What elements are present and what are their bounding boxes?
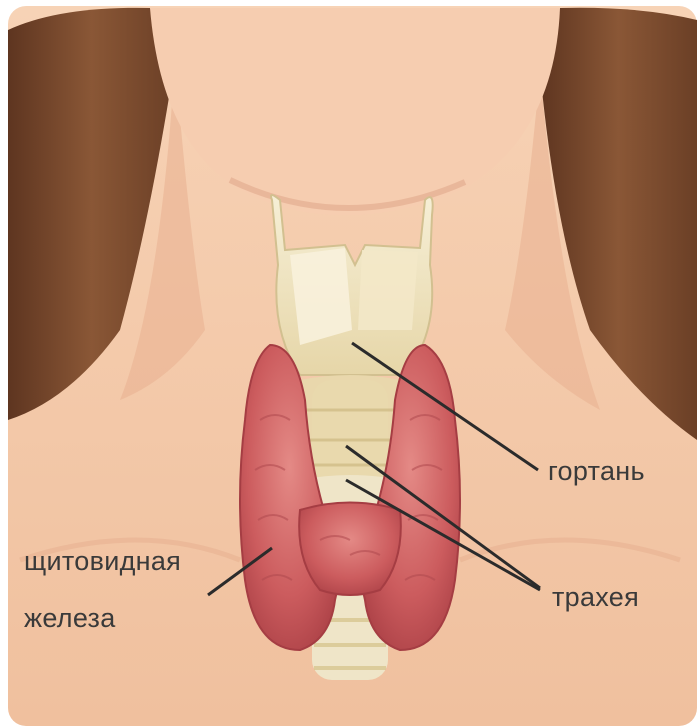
label-larynx: гортань (548, 456, 645, 487)
thyroid-isthmus (299, 503, 401, 596)
label-trachea: трахея (552, 582, 639, 613)
label-thyroid-line1: щитовидная (24, 546, 181, 577)
label-thyroid-line2: железа (24, 603, 116, 634)
